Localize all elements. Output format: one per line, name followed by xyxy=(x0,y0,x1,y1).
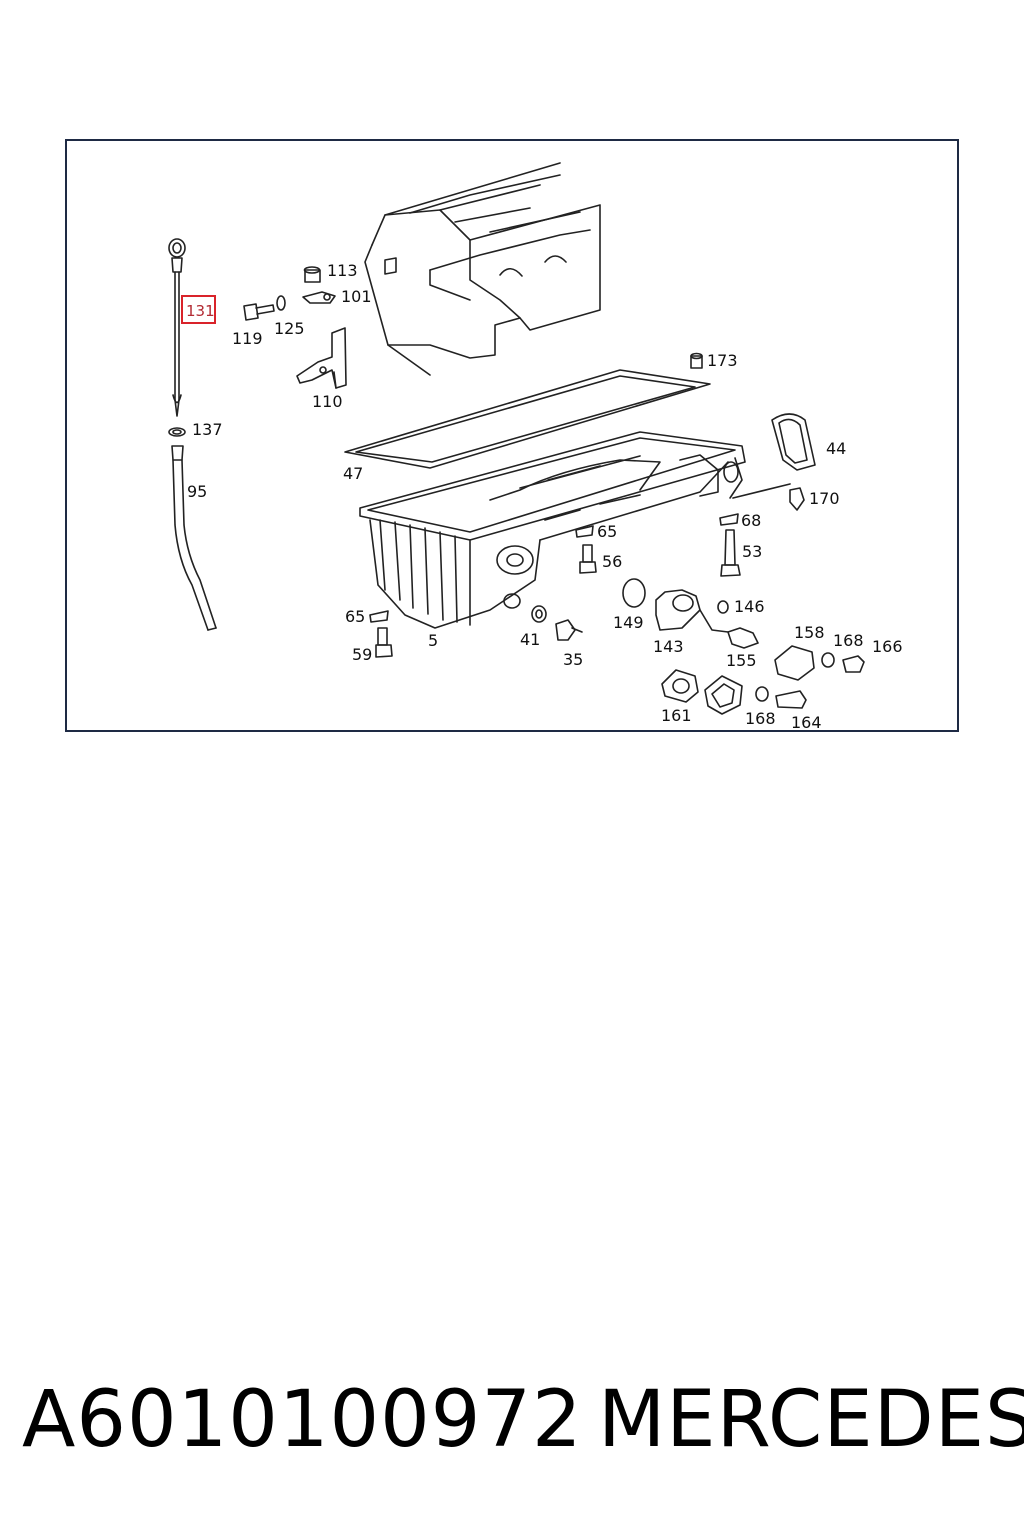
callout-168-upper: 168 xyxy=(833,631,864,650)
callout-143: 143 xyxy=(653,637,684,656)
brand-name: MERCEDES xyxy=(598,1375,1024,1465)
clip-170-drawing xyxy=(732,483,805,511)
cover-158-drawing xyxy=(774,645,865,681)
callout-168-lower: 168 xyxy=(745,709,776,728)
guide-tube-drawing xyxy=(171,445,217,631)
callout-68: 68 xyxy=(741,511,762,530)
callout-53: 53 xyxy=(742,542,763,561)
bolt-washer-drawing xyxy=(243,295,286,321)
highlighted-callout-box[interactable]: 131 xyxy=(181,295,216,324)
callout-146: 146 xyxy=(734,597,765,616)
callout-113: 113 xyxy=(327,261,358,280)
callout-170: 170 xyxy=(809,489,840,508)
cap-drawing xyxy=(690,352,703,369)
callout-110: 110 xyxy=(312,392,343,411)
bolt-59-drawing xyxy=(369,610,393,658)
diagram-frame xyxy=(65,139,959,732)
exploded-parts-diagram xyxy=(168,162,865,715)
callout-149: 149 xyxy=(613,613,644,632)
part-number: A6010100972 xyxy=(22,1375,583,1465)
callout-44: 44 xyxy=(826,439,847,458)
callout-65-lower: 65 xyxy=(345,607,366,626)
callout-5: 5 xyxy=(428,631,439,650)
callout-59: 59 xyxy=(352,645,373,664)
mount-parts-drawing xyxy=(302,266,336,304)
callout-161: 161 xyxy=(661,706,692,725)
callout-137: 137 xyxy=(192,420,223,439)
callout-35: 35 xyxy=(563,650,584,669)
seal-44-drawing xyxy=(771,413,816,471)
callout-95: 95 xyxy=(187,482,208,501)
callout-56: 56 xyxy=(602,552,623,571)
drain-plug-drawing xyxy=(531,605,583,641)
oil-pan-drawing xyxy=(359,431,746,629)
callout-119: 119 xyxy=(232,329,263,348)
sensor-housing-drawing xyxy=(622,578,759,649)
cover-161-drawing xyxy=(661,669,807,715)
bolt-56-drawing xyxy=(575,525,597,574)
callout-125: 125 xyxy=(274,319,305,338)
seal-ring-drawing xyxy=(168,427,186,437)
callout-65-upper: 65 xyxy=(597,522,618,541)
callout-164: 164 xyxy=(791,713,822,732)
dipstick-drawing xyxy=(168,238,186,417)
gasket-drawing xyxy=(344,369,711,469)
callout-166: 166 xyxy=(872,637,903,656)
bracket-drawing xyxy=(296,327,347,389)
callout-41: 41 xyxy=(520,630,541,649)
callout-173: 173 xyxy=(707,351,738,370)
bolt-53-drawing xyxy=(719,513,741,577)
callout-155: 155 xyxy=(726,651,757,670)
footer-caption: A6010100972 MERCEDES xyxy=(22,1370,1024,1470)
callout-131: 131 xyxy=(186,302,215,320)
callout-158: 158 xyxy=(794,623,825,642)
callout-47: 47 xyxy=(343,464,364,483)
callout-101: 101 xyxy=(341,287,372,306)
engine-block-drawing xyxy=(364,162,601,376)
